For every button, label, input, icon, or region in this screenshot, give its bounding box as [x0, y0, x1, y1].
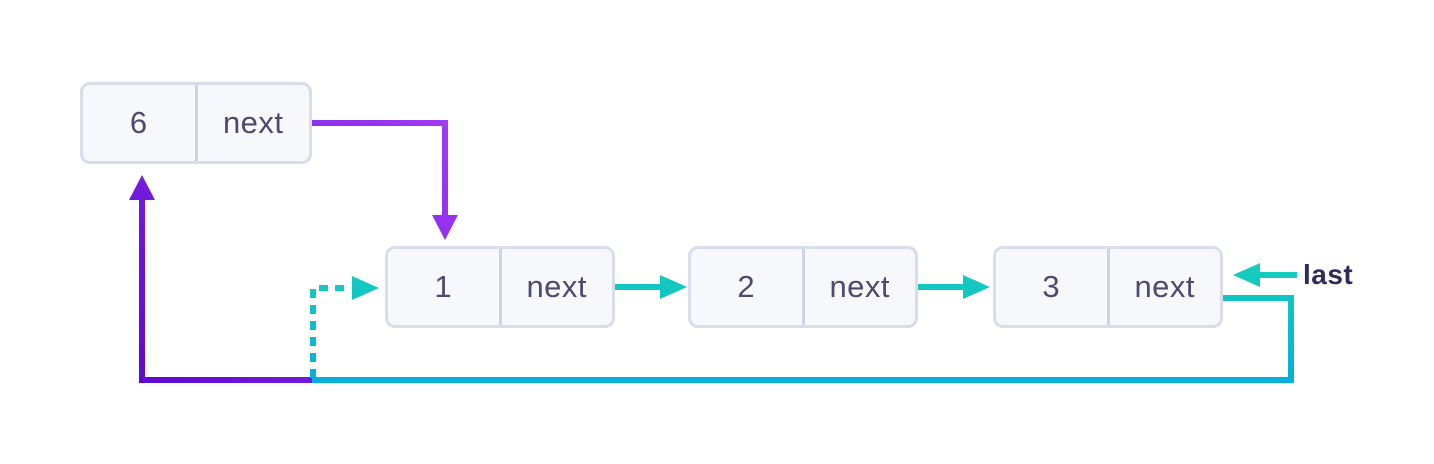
node-3: 3 next	[993, 246, 1223, 328]
node-3-next-label: next	[1106, 249, 1221, 325]
node-2: 2 next	[688, 246, 918, 328]
link-6-to-1-line	[312, 120, 448, 215]
arrowhead-into-1-top	[432, 215, 458, 240]
old-link-to-1-dashed-line	[310, 285, 350, 378]
link-3-return-line	[312, 295, 1294, 383]
node-1: 1 next	[385, 246, 615, 328]
node-6-value: 6	[129, 105, 148, 140]
node-1-next-label: next	[498, 249, 613, 325]
node-6: 6 next	[80, 82, 312, 164]
arrowhead-into-3	[963, 275, 990, 299]
arrowhead-into-6	[129, 175, 155, 200]
node-3-value: 3	[1042, 269, 1061, 304]
arrowhead-into-2	[660, 275, 687, 299]
node-1-value: 1	[434, 269, 453, 304]
node-2-next-label: next	[801, 249, 916, 325]
arrowhead-into-1-left	[352, 276, 379, 300]
node-2-value: 2	[737, 269, 756, 304]
last-pointer-label: last	[1303, 259, 1354, 290]
node-6-next-label: next	[194, 85, 310, 161]
arrowhead-last-into-3	[1233, 263, 1260, 287]
link-last-to-6-line	[139, 199, 312, 383]
